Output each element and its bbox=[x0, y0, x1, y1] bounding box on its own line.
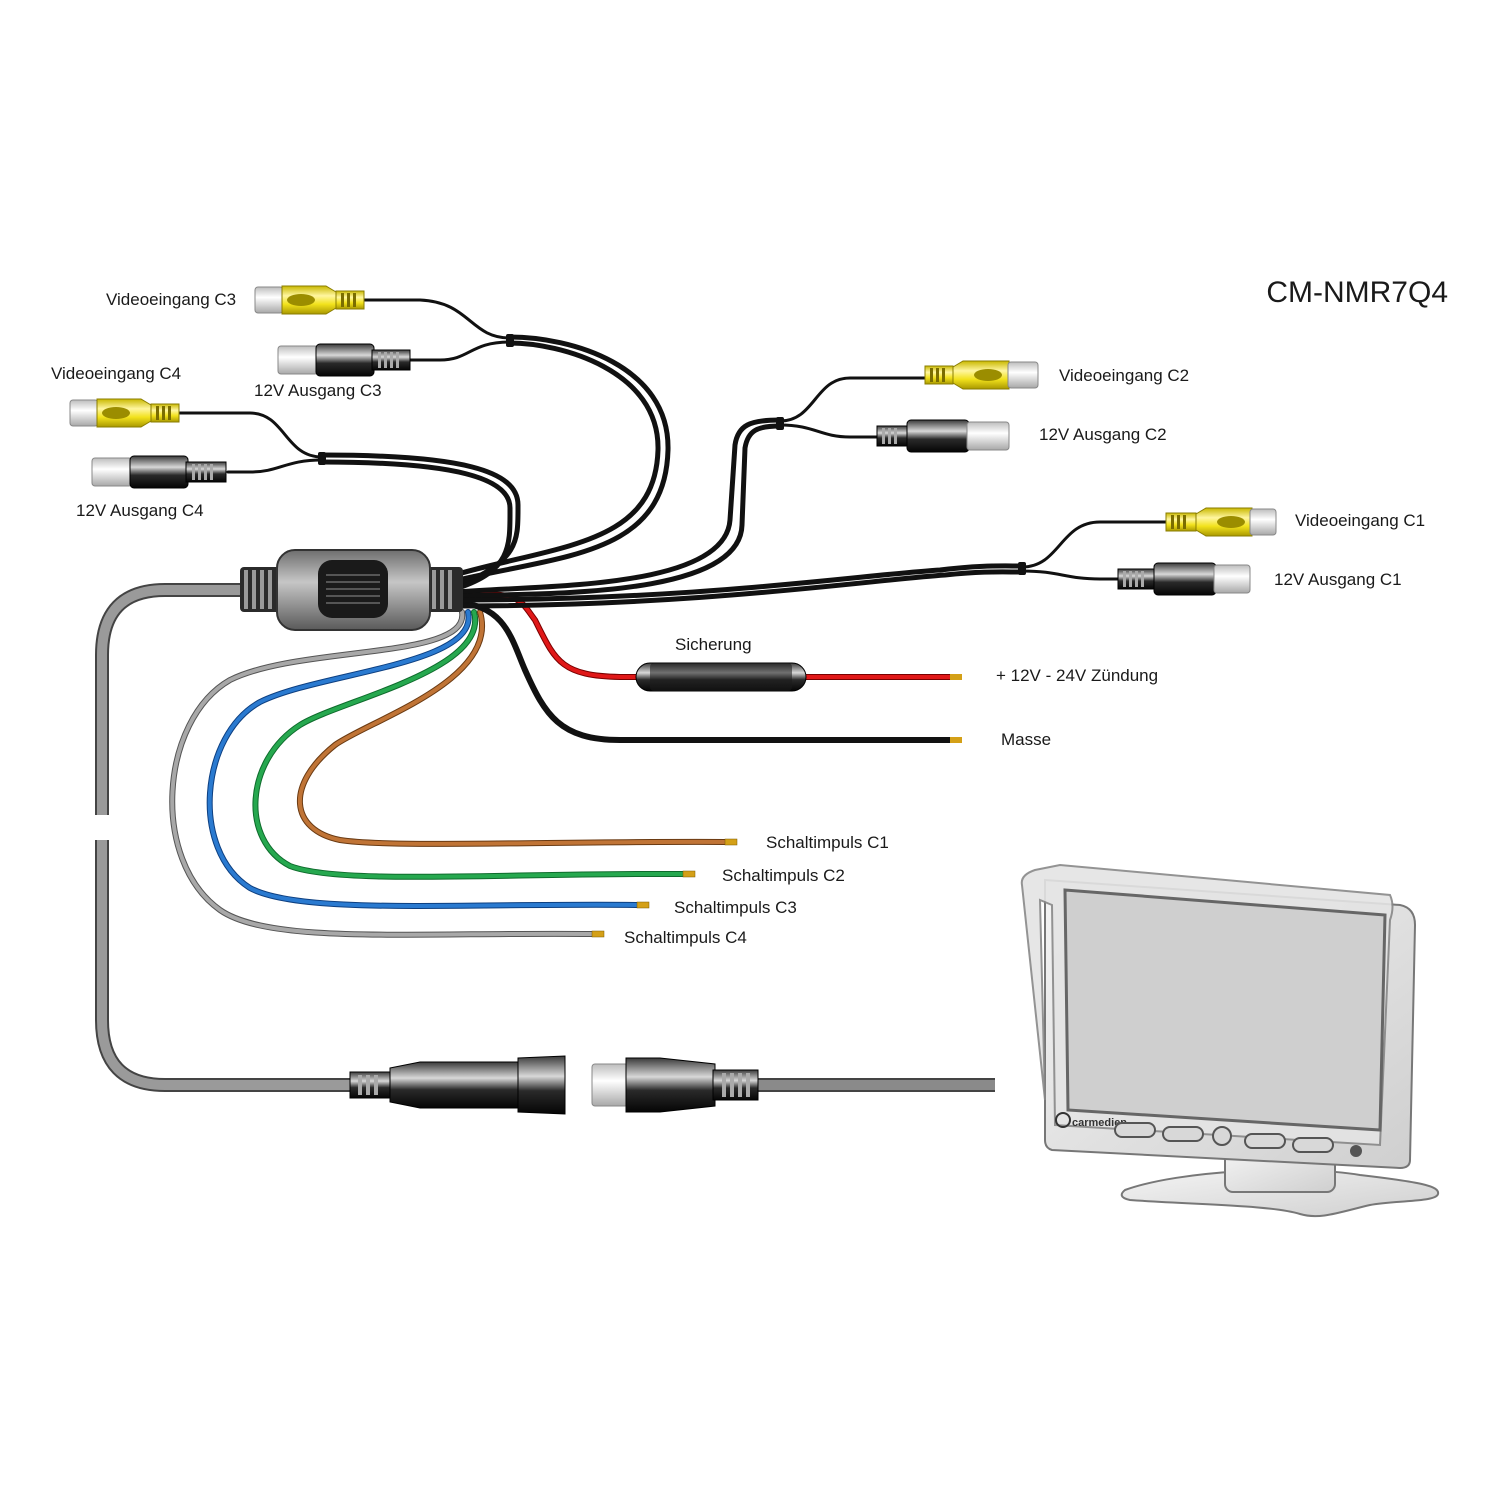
label-fuse: Sicherung bbox=[675, 635, 752, 654]
rca-video-c2 bbox=[924, 360, 1039, 390]
split-ferrules bbox=[318, 334, 1026, 575]
monitor-brand-logo: carmedien bbox=[1072, 1117, 1127, 1129]
label-power-c4: 12V Ausgang C4 bbox=[76, 501, 204, 520]
monitor-power-button[interactable] bbox=[1212, 1126, 1232, 1146]
rca-video-c3 bbox=[254, 285, 365, 315]
label-video-c4: Videoeingang C4 bbox=[51, 364, 181, 383]
fuse-holder bbox=[635, 662, 807, 692]
monitor-button-2[interactable] bbox=[1162, 1126, 1204, 1142]
dc-power-c1 bbox=[1117, 562, 1251, 596]
distribution-hub bbox=[240, 549, 463, 631]
monitor-led-indicator bbox=[1350, 1145, 1362, 1157]
label-video-c3: Videoeingang C3 bbox=[106, 290, 236, 309]
branch-wires bbox=[178, 298, 1170, 581]
label-trigger-c4: Schaltimpuls C4 bbox=[624, 928, 747, 947]
label-video-c1: Videoeingang C1 bbox=[1295, 511, 1425, 530]
trigger-wires bbox=[169, 609, 728, 938]
main-cable bbox=[95, 583, 995, 1092]
rca-video-c4 bbox=[69, 398, 180, 428]
monitor-button-4[interactable] bbox=[1292, 1137, 1334, 1153]
dc-power-c3 bbox=[277, 343, 411, 377]
label-trigger-c2: Schaltimpuls C2 bbox=[722, 866, 845, 885]
monitor-button-1[interactable] bbox=[1114, 1122, 1156, 1138]
monitor-button-3[interactable] bbox=[1244, 1133, 1286, 1149]
label-power-c3: 12V Ausgang C3 bbox=[254, 381, 382, 400]
model-title: CM-NMR7Q4 bbox=[1266, 276, 1448, 309]
label-video-c2: Videoeingang C2 bbox=[1059, 366, 1189, 385]
label-trigger-c1: Schaltimpuls C1 bbox=[766, 833, 889, 852]
black-cables bbox=[319, 334, 1025, 609]
ignition-wire-tip bbox=[950, 674, 962, 680]
dc-power-c2 bbox=[876, 419, 1010, 453]
monitor: carmedien bbox=[1020, 863, 1440, 1218]
rca-video-c1 bbox=[1165, 507, 1277, 537]
monitor-cable-female-connector bbox=[349, 1055, 566, 1115]
dc-power-c4 bbox=[91, 455, 227, 489]
label-power-c1: 12V Ausgang C1 bbox=[1274, 570, 1402, 589]
monitor-cable-male-connector bbox=[591, 1057, 759, 1113]
ground-wire-tip bbox=[950, 737, 962, 743]
trigger-wire-tips bbox=[591, 838, 738, 938]
label-ground: Masse bbox=[1001, 730, 1051, 749]
label-trigger-c3: Schaltimpuls C3 bbox=[674, 898, 797, 917]
label-ignition: + 12V - 24V Zündung bbox=[996, 666, 1158, 685]
label-power-c2: 12V Ausgang C2 bbox=[1039, 425, 1167, 444]
